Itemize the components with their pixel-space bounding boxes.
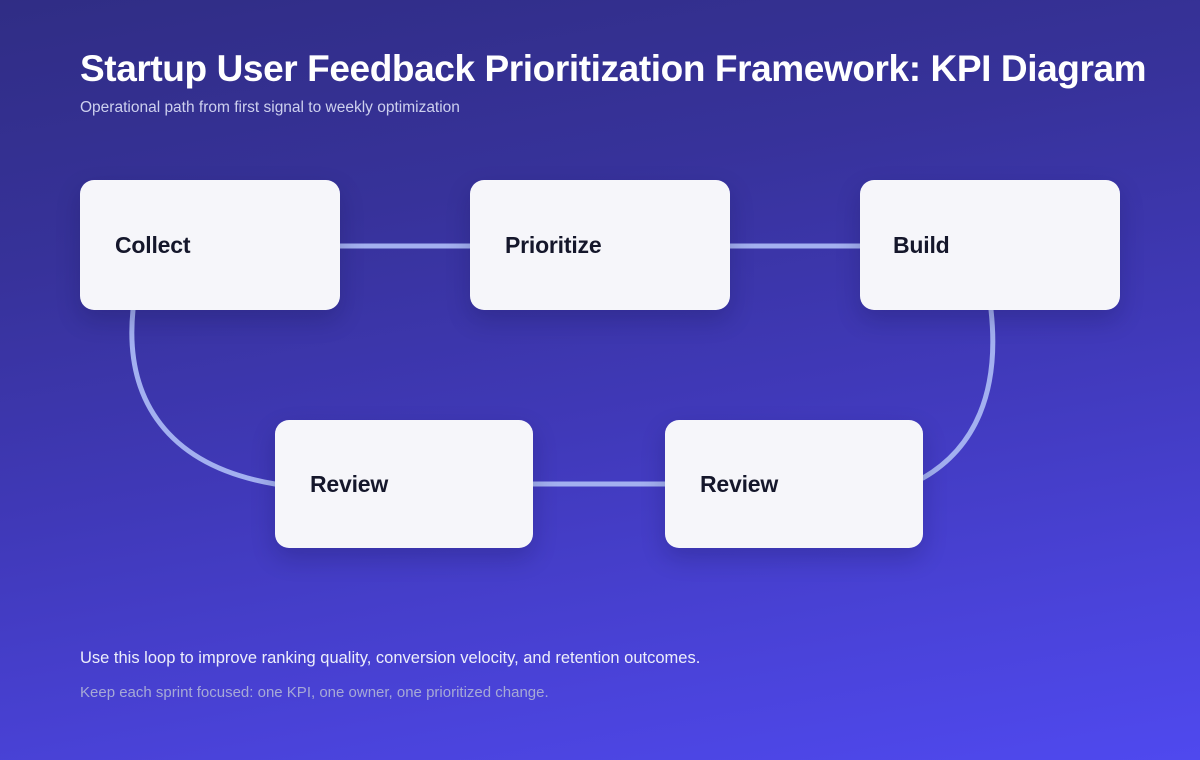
diagram-footer: Use this loop to improve ranking quality… [80,648,1140,703]
flow-node-label: Collect [115,231,191,258]
flow-node-review-1[interactable]: Review [275,420,533,548]
flow-node-label: Review [700,470,779,497]
flow-node-label: Build [893,231,950,258]
diagram-header: Startup User Feedback Prioritization Fra… [80,48,1200,118]
page-title: Startup User Feedback Prioritization Fra… [80,48,1147,89]
flow-node-label: Prioritize [505,231,602,258]
flow-node-collect[interactable]: Collect [80,180,340,310]
flow-node-review-2[interactable]: Review [665,420,923,548]
footer-secondary-text: Keep each sprint focused: one KPI, one o… [80,684,549,702]
flow-node-build[interactable]: Build [860,180,1120,310]
edge-build-to-review-2 [920,307,996,481]
footer-primary-text: Use this loop to improve ranking quality… [80,649,701,667]
page-subtitle: Operational path from first signal to we… [80,99,460,117]
flow-node-label: Review [310,470,389,497]
edge-collect-to-review-1 [129,307,278,487]
flow-node-prioritize[interactable]: Prioritize [470,180,730,310]
